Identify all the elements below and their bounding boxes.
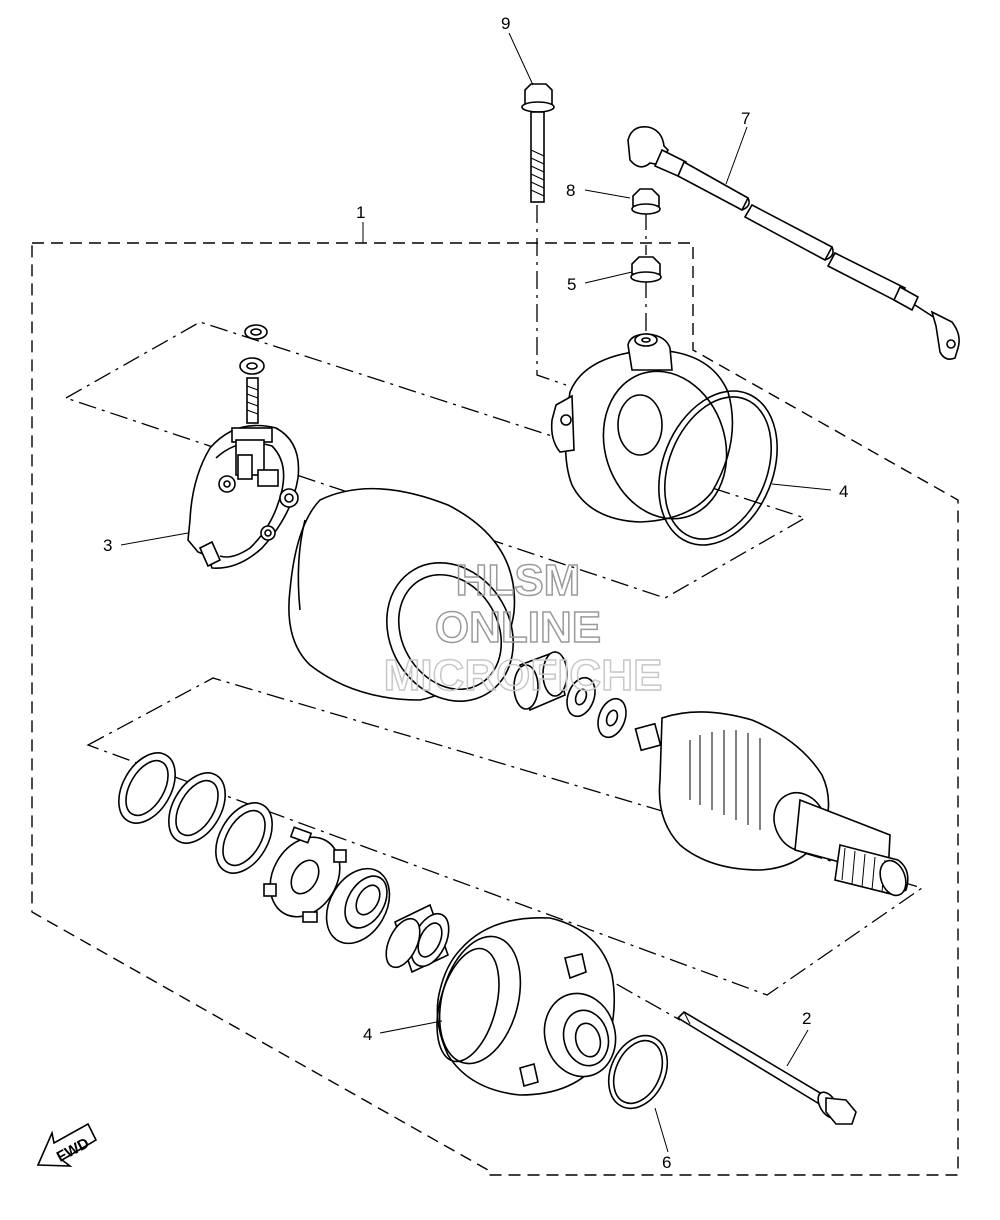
shim-a[interactable] xyxy=(107,743,187,833)
o-ring-part-6[interactable] xyxy=(597,1026,678,1118)
needle-bearing[interactable] xyxy=(379,903,456,974)
callout-4-lower: 4 xyxy=(363,1025,372,1044)
callout-7: 7 xyxy=(741,109,750,128)
watermark-line-2: ONLINE xyxy=(435,603,601,652)
callout-3: 3 xyxy=(103,536,112,555)
callout-6: 6 xyxy=(662,1153,671,1172)
starter-cable-part-7[interactable] xyxy=(627,125,960,360)
through-bolt-part-2[interactable] xyxy=(676,1010,857,1125)
brush-holder-part-3[interactable] xyxy=(187,324,300,569)
starter-front-cover[interactable] xyxy=(550,333,746,535)
lock-plate[interactable] xyxy=(256,825,353,930)
bolt-axis-line xyxy=(536,205,567,386)
watermark-line-1: HLSM xyxy=(456,556,581,605)
callout-5: 5 xyxy=(567,275,576,294)
shim-b[interactable] xyxy=(157,763,237,853)
rear-cover-part-4[interactable] xyxy=(426,916,625,1096)
bushing[interactable] xyxy=(513,650,568,712)
shim-c[interactable] xyxy=(204,793,284,883)
leader-lines xyxy=(120,32,832,1153)
bearing[interactable] xyxy=(314,857,402,954)
bolt-part-9[interactable] xyxy=(521,83,555,203)
starter-yoke[interactable] xyxy=(288,487,538,725)
nut-part-8[interactable] xyxy=(631,188,661,215)
watermark-line-3: MICROFICHE xyxy=(384,651,663,700)
callout-2: 2 xyxy=(802,1009,811,1028)
fwd-arrow-icon: FWD xyxy=(36,1122,98,1167)
washer-small-b[interactable] xyxy=(593,695,631,741)
callout-4-upper: 4 xyxy=(839,482,848,501)
armature[interactable] xyxy=(634,711,910,899)
assembly-boundary xyxy=(31,242,959,1176)
nut-part-5[interactable] xyxy=(630,256,662,283)
washer-small-a[interactable] xyxy=(562,674,600,720)
o-ring-upper-part-4[interactable] xyxy=(637,373,799,563)
callout-8: 8 xyxy=(566,181,575,200)
callout-9: 9 xyxy=(501,14,510,33)
callout-1: 1 xyxy=(356,203,365,222)
